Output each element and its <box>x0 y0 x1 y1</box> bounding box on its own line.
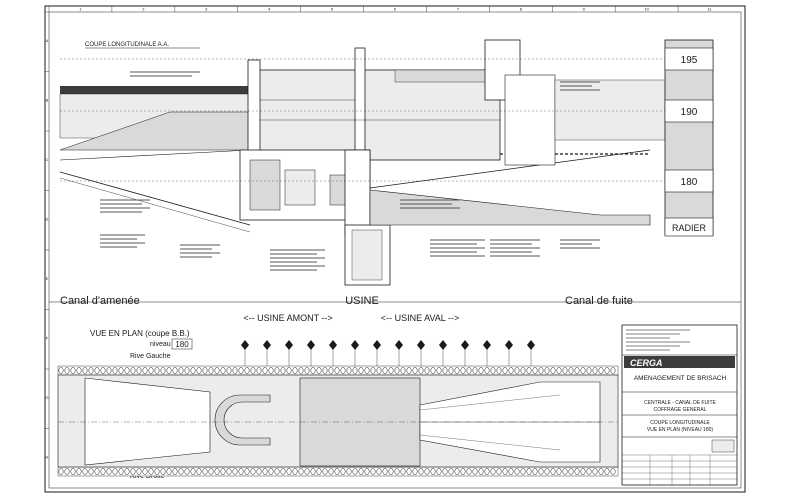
grid-row-G: G <box>45 395 48 400</box>
longitudinal-section: COUPE LONGITUDINALE A.A. <box>59 39 714 286</box>
grid-column-10: 10 <box>644 7 649 12</box>
label-canal-fuite: Canal de fuite <box>565 295 633 307</box>
label-usine: USINE <box>345 295 379 307</box>
powerhouse-body <box>249 69 501 161</box>
grid-column-11: 11 <box>707 7 712 12</box>
grid-row-labels: A B C D E F G H <box>45 11 49 459</box>
company-logo: CERGA <box>630 358 663 368</box>
upstream-water-band <box>60 86 250 94</box>
title-block-table <box>622 329 737 485</box>
section-title: COUPE LONGITUDINALE A.A. <box>85 42 169 48</box>
grid-row-F: F <box>46 335 49 340</box>
grid-row-C: C <box>46 157 49 162</box>
level-190: 190 <box>681 107 698 118</box>
grid-column-9: 9 <box>583 7 586 12</box>
grid-column-1: 1 <box>79 7 82 12</box>
grid-row-B: B <box>46 97 49 102</box>
title-line-1: CENTRALE - CANAL DE FUITE <box>644 400 716 406</box>
plan-view: VUE EN PLAN (coupe B.B.) niveau 180 Rive… <box>57 329 619 480</box>
grid-column-4: 4 <box>268 7 271 12</box>
grid-column-6: 6 <box>394 7 397 12</box>
rive-droite-label: Rive Droite <box>130 473 165 480</box>
level-column <box>664 39 714 236</box>
grid-row-E: E <box>46 276 49 281</box>
title-line-2: COFFRAGE GENERAL <box>653 407 706 413</box>
label-usine-aval: <-- USINE AVAL --> <box>381 313 459 323</box>
title-line-3: COUPE LONGITUDINALE <box>650 420 710 426</box>
draft-tube <box>369 189 651 226</box>
grid-column-8: 8 <box>520 7 523 12</box>
grid-column-3: 3 <box>205 7 208 12</box>
plan-pier <box>214 394 271 446</box>
title-block: CERGA AMENAGEMENT DE BRISACH CENTRALE - … <box>621 324 738 486</box>
grid-row-A: A <box>46 38 49 43</box>
plan-niveau-label: niveau <box>150 341 171 348</box>
plan-niveau-value: 180 <box>175 340 189 349</box>
level-180: 180 <box>681 177 698 188</box>
title-line-4: VUE EN PLAN (NIVEAU 180) <box>647 427 713 433</box>
plan-banks <box>57 365 619 477</box>
grid-column-labels: 1 2 3 4 5 6 7 8 9 10 11 <box>48 6 712 12</box>
rive-gauche-label: Rive Gauche <box>130 353 171 360</box>
certification-stamp <box>711 439 735 453</box>
label-canal-amenee: Canal d'amenée <box>60 295 140 307</box>
annotation-blocks <box>100 71 600 271</box>
grid-row-D: D <box>46 216 49 221</box>
grid-column-5: 5 <box>331 7 334 12</box>
grid-row-H: H <box>46 454 49 459</box>
project-title: AMENAGEMENT DE BRISACH <box>634 375 727 382</box>
label-usine-amont: <-- USINE AMONT --> <box>243 313 332 323</box>
radier-label: RADIER <box>672 223 707 233</box>
plan-inlet-funnel <box>84 377 211 466</box>
grid-column-7: 7 <box>457 7 460 12</box>
grid-column-2: 2 <box>142 7 145 12</box>
plan-title: VUE EN PLAN (coupe B.B.) <box>90 329 190 338</box>
level-195: 195 <box>681 55 698 66</box>
